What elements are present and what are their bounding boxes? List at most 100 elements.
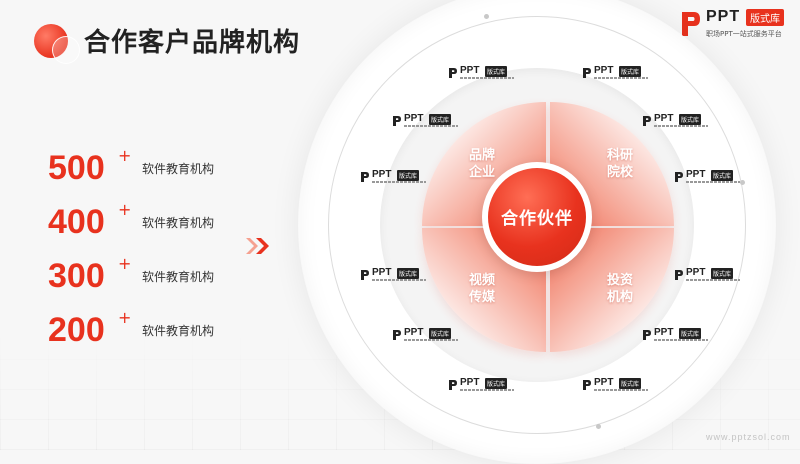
ppt-logo-icon	[449, 68, 457, 78]
watermark: www.pptzsol.com	[706, 432, 791, 442]
stat-item: 300 + 软件教育机构	[48, 254, 268, 300]
partner-logo-name: PPT	[686, 267, 706, 278]
petal-label-research-institutes: 科研 院校	[590, 147, 650, 181]
ppt-logo-icon	[675, 270, 683, 280]
petal-label-brand-enterprise: 品牌 企业	[452, 147, 512, 181]
partner-logo-name: PPT	[686, 169, 706, 180]
ppt-logo-icon	[643, 116, 651, 126]
partner-logo-subtitle	[404, 125, 458, 127]
partner-logo-tag: 版式库	[397, 170, 420, 181]
stat-plus: +	[118, 200, 132, 219]
partner-logo-tag: 版式库	[679, 114, 702, 125]
partner-logo-subtitle	[686, 279, 740, 281]
partner-logo-name: PPT	[404, 327, 424, 338]
stat-label: 软件教育机构	[142, 216, 215, 230]
partner-logo-name: PPT	[654, 327, 674, 338]
partner-logo-tag: 版式库	[619, 378, 642, 389]
orbit-dot	[596, 424, 601, 429]
petal-label-line: 品牌	[468, 148, 495, 163]
center-label: 合作伙伴	[501, 209, 573, 229]
partner-logo-tag: 版式库	[485, 378, 508, 389]
ppt-logo-icon	[449, 380, 457, 390]
stat-item: 500 + 软件教育机构	[48, 146, 268, 192]
petal-label-line: 企业	[468, 165, 495, 180]
partner-logo-tag: 版式库	[711, 170, 734, 181]
partner-logo-name: PPT	[594, 377, 614, 388]
partner-logo-subtitle	[460, 389, 514, 391]
partner-logo-subtitle	[594, 389, 648, 391]
partner-logo-tag: 版式库	[679, 328, 702, 339]
partner-logo-subtitle	[594, 77, 648, 79]
petal-label-line: 机构	[606, 290, 633, 305]
brand-name: PPT	[706, 8, 741, 25]
partner-logo-name: PPT	[404, 113, 424, 124]
partner-logo-name: PPT	[372, 267, 392, 278]
partner-logo: PPT 版式库	[582, 65, 648, 82]
partner-logo-tag: 版式库	[429, 114, 452, 125]
partner-logo-name: PPT	[460, 65, 480, 76]
ppt-logo-icon	[583, 380, 591, 390]
brand-mark-icon	[682, 12, 700, 36]
partner-logo: PPT 版式库	[642, 327, 708, 344]
petal-label-video-media: 视频 传媒	[452, 272, 512, 306]
petal-label-line: 院校	[606, 165, 633, 180]
ppt-logo-icon	[675, 172, 683, 182]
stat-plus: +	[118, 254, 132, 273]
petal-label-investment-institutions: 投资 机构	[590, 272, 650, 306]
stat-label: 软件教育机构	[142, 270, 215, 284]
ppt-logo-icon	[583, 68, 591, 78]
partner-logo: PPT 版式库	[392, 327, 458, 344]
partner-logo-tag: 版式库	[711, 268, 734, 279]
partner-logo-tag: 版式库	[429, 328, 452, 339]
stat-item: 400 + 软件教育机构	[48, 200, 268, 246]
partner-logo-subtitle	[372, 279, 426, 281]
partner-logo: PPT 版式库	[360, 169, 426, 186]
stat-value: 300	[48, 257, 105, 295]
brand-tag: 版式库	[746, 9, 784, 26]
orbit-dot	[484, 14, 489, 19]
partner-logo-subtitle	[404, 339, 458, 341]
stat-value: 200	[48, 311, 105, 349]
partner-logo-tag: 版式库	[397, 268, 420, 279]
petal-label-line: 传媒	[468, 290, 495, 305]
petal-label-line: 投资	[606, 273, 633, 288]
title-decoration-ring	[52, 36, 80, 64]
partner-logo: PPT 版式库	[392, 113, 458, 130]
partner-logo-name: PPT	[654, 113, 674, 124]
stat-label: 软件教育机构	[142, 324, 215, 338]
partner-logo-subtitle	[372, 181, 426, 183]
partner-logo-tag: 版式库	[485, 66, 508, 77]
ppt-logo-icon	[361, 172, 369, 182]
stat-plus: +	[118, 146, 132, 165]
orbit-dot	[740, 180, 745, 185]
ppt-logo-icon	[361, 270, 369, 280]
partner-logo: PPT 版式库	[360, 267, 426, 284]
partner-logo: PPT 版式库	[674, 267, 740, 284]
stat-value: 500	[48, 149, 105, 187]
partner-logo-name: PPT	[460, 377, 480, 388]
orbit-ring	[328, 16, 746, 434]
partner-logo: PPT 版式库	[448, 377, 514, 394]
ppt-logo-icon	[393, 116, 401, 126]
ppt-logo-icon	[393, 330, 401, 340]
stat-plus: +	[118, 308, 132, 327]
partner-logo-subtitle	[460, 77, 514, 79]
partner-logo-name: PPT	[372, 169, 392, 180]
partner-logo: PPT 版式库	[582, 377, 648, 394]
partner-logo-name: PPT	[594, 65, 614, 76]
partner-logo: PPT 版式库	[448, 65, 514, 82]
stat-label: 软件教育机构	[142, 162, 215, 176]
stat-value: 400	[48, 203, 105, 241]
partner-logo: PPT 版式库	[642, 113, 708, 130]
brand-logo: PPT 版式库 职场PPT一站式服务平台	[680, 8, 792, 42]
double-chevron-right-icon	[246, 238, 269, 254]
center-circle	[488, 168, 586, 266]
partner-logo-subtitle	[654, 125, 708, 127]
petal-label-line: 科研	[606, 148, 633, 163]
partner-logo: PPT 版式库	[674, 169, 740, 186]
petal-label-line: 视频	[468, 273, 495, 288]
stat-item: 200 + 软件教育机构	[48, 308, 268, 354]
partner-logo-subtitle	[686, 181, 740, 183]
brand-subtitle: 职场PPT一站式服务平台	[706, 30, 782, 38]
ppt-logo-icon	[643, 330, 651, 340]
